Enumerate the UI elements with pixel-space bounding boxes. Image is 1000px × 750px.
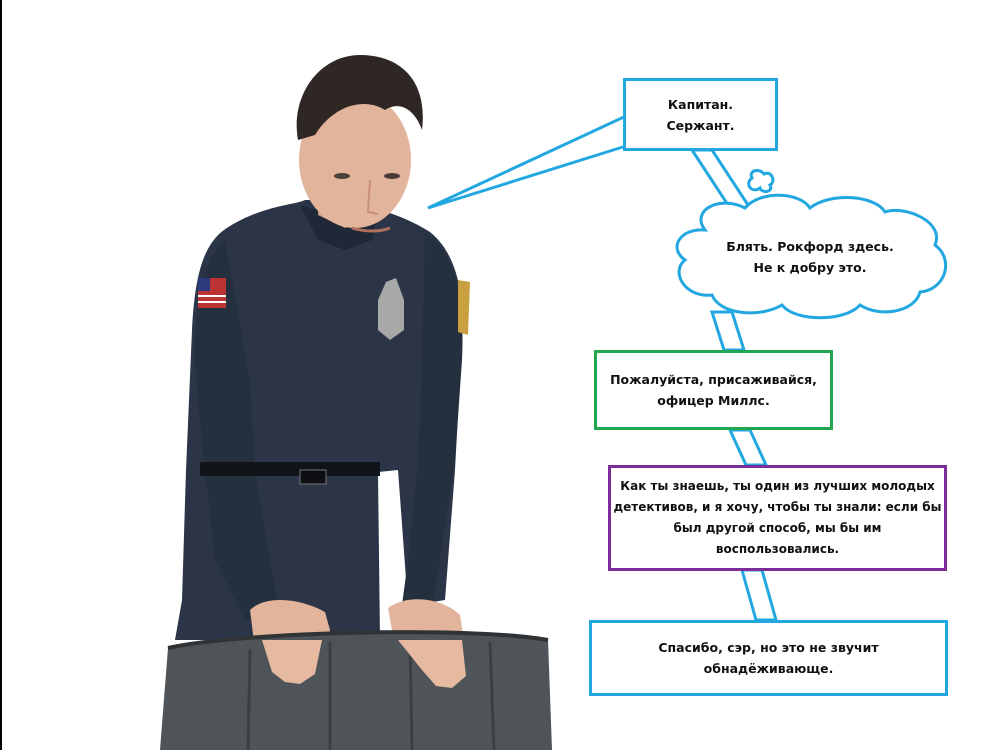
shoulder-patch-icon [458, 280, 470, 335]
speech-bubble-3: Как ты знаешь, ты один из лучших молодых… [608, 465, 947, 571]
police-badge-icon [378, 278, 404, 340]
panel-border-left [0, 0, 2, 750]
chair [160, 630, 552, 750]
head [299, 92, 411, 228]
connector-2-3 [709, 310, 747, 352]
connector-4-5 [740, 568, 778, 622]
uniform-left-sleeve [195, 240, 280, 620]
speech-bubble-1: Капитан. Сержант. [623, 78, 778, 151]
officer [175, 55, 470, 690]
thought-puff [747, 169, 775, 194]
speech-bubble-4-text: Спасибо, сэр, но это не звучит обнадёжив… [658, 640, 879, 676]
uniform-belt [200, 462, 380, 476]
connector-3-4 [727, 428, 769, 467]
speech-bubble-1-text: Капитан. Сержант. [666, 96, 735, 133]
uniform-right-sleeve [402, 232, 463, 610]
connector-1-2 [689, 148, 753, 210]
hair [296, 55, 423, 140]
speech-bubble-3-text: Как ты знаешь, ты один из лучших молодых… [613, 479, 942, 556]
belt-buckle [299, 469, 327, 485]
thought-bubble-text: Блять. Рокфорд здесь. Не к добру это. [726, 239, 894, 275]
speech-bubble-2: Пожалуйста, присаживайся, офицер Миллс. [594, 350, 833, 430]
speech-bubble-4: Спасибо, сэр, но это не звучит обнадёжив… [589, 620, 948, 696]
thought-cloud [675, 169, 948, 320]
thought-cloud-body [675, 193, 948, 320]
speech-bubble-2-text: Пожалуйста, присаживайся, офицер Миллс. [610, 372, 817, 408]
speech-tail [427, 114, 627, 210]
